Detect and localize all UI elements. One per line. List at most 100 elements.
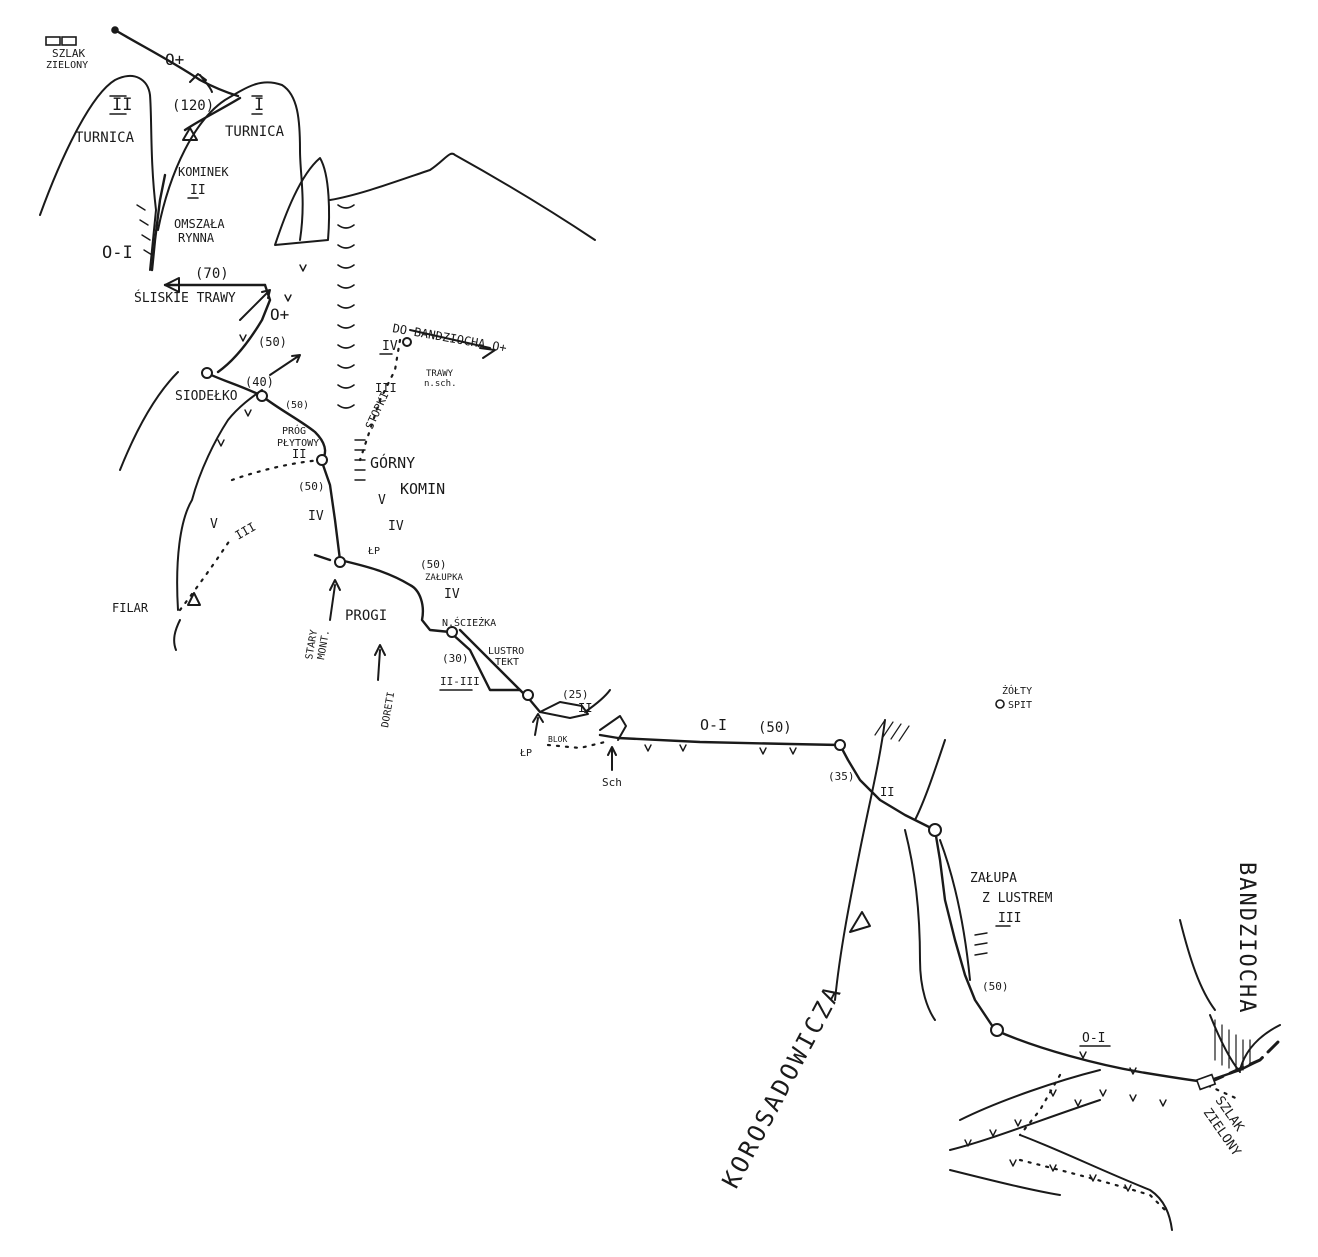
- label-lp1: ŁP: [367, 546, 380, 557]
- label-grade-iv-bandz: IV: [382, 339, 398, 354]
- label-gorny: GÓRNY: [370, 453, 415, 472]
- label-lustro-a: LUSTRO: [488, 646, 524, 657]
- label-zolty-b: SPIT: [1008, 700, 1032, 711]
- label-grade-iii-stopnie: III: [375, 381, 397, 395]
- label-grade-iii-filar: III: [233, 520, 259, 543]
- terrain-outlines: [39, 75, 1281, 1231]
- label-zalupa-a: ZAŁUPA: [970, 871, 1017, 886]
- label-len-30: (30): [442, 652, 469, 665]
- label-bandziocha: BANDZIOCHA: [1234, 862, 1259, 1014]
- trail-markers: [45, 26, 1217, 1091]
- dotted-variants: [178, 338, 1242, 1212]
- belay-sciezka: [446, 626, 458, 638]
- arrow-up-icon: [182, 127, 198, 141]
- label-omszala-a: OMSZAŁA: [174, 217, 225, 231]
- label-zolty-a: ŻÓŁTY: [1002, 684, 1032, 697]
- label-grade-ii-blok: II: [578, 701, 592, 715]
- label-kominek: KOMINEK: [178, 165, 229, 179]
- trail-sign-icon: [61, 36, 77, 46]
- arrow-up-icon: [849, 911, 871, 933]
- label-omszala-b: RYNNA: [178, 231, 215, 245]
- label-len-50c: (50): [298, 480, 325, 493]
- arrow-left-icon: [164, 277, 180, 293]
- label-grade-iv-zalupka: IV: [444, 587, 460, 602]
- label-len-35: (35): [828, 770, 855, 783]
- trail-dash: [1208, 1038, 1282, 1084]
- label-grade-iii-zalupa: III: [998, 911, 1021, 926]
- label-len-120: (120): [172, 98, 214, 114]
- label-o-i-bottom: O-I: [1082, 1031, 1105, 1046]
- label-len-50d: (50): [420, 558, 447, 571]
- label-len-50a: (50): [258, 335, 287, 349]
- label-korosadowicza: KOROSADOWICZA: [717, 979, 848, 1192]
- label-kominek-grade: II: [190, 183, 206, 198]
- cave-opening-icon: [356, 624, 384, 632]
- label-filar: FILAR: [112, 601, 149, 615]
- hatched-rock: [874, 719, 1251, 1071]
- label-prog-a: PRÓG: [282, 424, 306, 437]
- belay-korosa: [928, 823, 942, 837]
- label-grade-ii-iii: II-III: [440, 675, 480, 688]
- spit-icon: [995, 699, 1005, 709]
- label-grade-iv-left: IV: [308, 509, 324, 524]
- gully-scallops: [337, 204, 355, 409]
- scree-ticks: [217, 264, 1167, 1192]
- label-zalupka: ZAŁUPKA: [425, 573, 464, 583]
- belay-bandz: [402, 337, 412, 347]
- label-stary-b: MONT.: [316, 629, 332, 661]
- label-lustro-b: TEKT: [495, 657, 519, 668]
- route-line: [113, 28, 1262, 1084]
- label-turnica-2-grade: II: [112, 95, 132, 115]
- label-len-50f: (50): [982, 980, 1009, 993]
- arrows: [164, 73, 871, 933]
- label-grade-v: V: [378, 493, 386, 508]
- label-grade-top: O+: [165, 50, 184, 69]
- label-sch: Sch: [602, 776, 622, 789]
- label-stary-a: STARY: [304, 629, 320, 661]
- belay-siodelko: [201, 367, 213, 379]
- label-len-70: (70): [195, 266, 229, 282]
- belay-lustro: [522, 689, 534, 701]
- belay-stations: [201, 337, 1004, 1037]
- label-doreti: DORETI: [380, 691, 397, 728]
- label-blok: BLOK: [548, 735, 567, 744]
- label-siodelko: SIODEŁKO: [175, 389, 238, 404]
- trail-sign-icon: [45, 36, 61, 46]
- label-komin: KOMIN: [400, 480, 445, 498]
- label-len-40: (40): [245, 375, 274, 389]
- belay-komin: [334, 556, 346, 568]
- label-grade-v-filar: V: [210, 517, 218, 532]
- label-lp2: ŁP: [519, 748, 532, 759]
- label-trail-top-b: ZIELONY: [46, 60, 88, 71]
- summit-point-icon: [111, 26, 119, 34]
- belay-bottom: [990, 1023, 1004, 1037]
- belay-prog: [316, 454, 328, 466]
- label-turnica-1: TURNICA: [225, 124, 285, 140]
- belay-traverse: [834, 739, 846, 751]
- text-labels: SZLAK ZIELONY O+ II TURNICA I TURNICA (1…: [46, 47, 1259, 1193]
- arrow-right-icon: [479, 347, 496, 359]
- label-prog-b: PŁYTOWY: [277, 438, 319, 449]
- grade-underlines: [109, 95, 1111, 1047]
- belay-40: [256, 390, 268, 402]
- label-progi: PROGI: [345, 608, 387, 624]
- label-grade-ii-korosa: II: [880, 785, 894, 799]
- hash-marks: [136, 204, 988, 956]
- label-trail-top-a: SZLAK: [52, 47, 85, 60]
- label-len-50e: (50): [758, 720, 792, 736]
- label-len-50b: (50): [285, 400, 309, 411]
- label-trawy-a: TRAWY: [426, 369, 454, 379]
- label-stopnie: STOPKI: [363, 390, 392, 432]
- label-grade-iv-komin: IV: [388, 519, 404, 534]
- label-trawy-b: n.sch.: [424, 379, 457, 389]
- label-zalupa-b: Z LUSTREM: [982, 891, 1053, 906]
- label-turnica-1-grade: I: [254, 95, 264, 115]
- label-grade-ii-prog: II: [292, 447, 306, 461]
- label-sliskie: ŚLISKIE TRAWY: [134, 290, 236, 306]
- chimney-block: [337, 498, 347, 528]
- label-o-i-left: O-I: [102, 243, 133, 263]
- trail-sign-icon: [1195, 1073, 1217, 1091]
- label-o-plus-mid: O+: [270, 305, 289, 324]
- label-turnica-2: TURNICA: [75, 130, 135, 146]
